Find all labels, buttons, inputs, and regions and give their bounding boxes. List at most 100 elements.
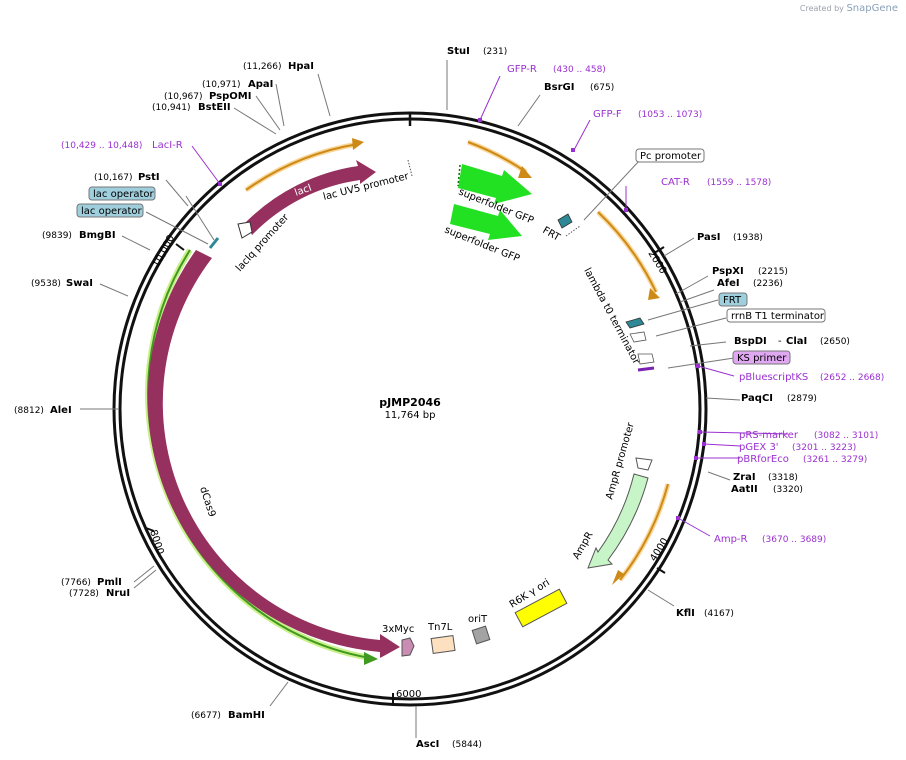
site-hpai-pos: (11,266) [243, 62, 282, 72]
site-pasi-pos: (1938) [733, 233, 763, 243]
tn7l-label: Tn7L [427, 622, 453, 633]
lac-operator-mark [208, 237, 220, 249]
snapgene-credit: Created by SnapGene [800, 3, 898, 14]
site-zrai-name: ZraI [733, 472, 756, 483]
site-pmli-name: PmlI [97, 577, 122, 588]
site-paqci-name: PaqCI [741, 393, 773, 404]
site-clai-name: ClaI [786, 336, 807, 347]
lac-operator-box-2 [76, 203, 144, 218]
lac-operator-label-2: lac operator [81, 206, 142, 217]
primer-marks [218, 118, 706, 520]
pc-promoter-label: Pc promoter [640, 151, 702, 162]
sfgfp-arrow-1 [458, 164, 532, 204]
lac-operator-box-1 [88, 186, 156, 201]
site-bspdi-sep: - [778, 336, 782, 347]
site-zrai-pos: (3318) [768, 473, 798, 483]
primer-lacir-name: LacI-R [152, 140, 183, 151]
ks-primer-label: KS primer [737, 353, 787, 364]
primer-pbrforeco-name: pBRforEco [737, 454, 789, 465]
orange-arc-laci [245, 143, 359, 191]
dcas9-arrow [147, 250, 400, 658]
site-psti-pos: (10,167) [94, 173, 133, 183]
primer-pbluescriptks-range: (2652 .. 2668) [820, 373, 884, 383]
laciq-promoter-arrow [237, 221, 253, 239]
backbone-inner [118, 117, 702, 701]
site-asci-name: AscI [416, 739, 439, 750]
site-stui-pos: (231) [483, 47, 507, 57]
snapgene-logo: SnapGene [846, 3, 898, 14]
frt-box [718, 292, 748, 307]
primer-gfpf-range: (1053 .. 1073) [638, 110, 702, 120]
green-arc-dcas9-head [364, 652, 378, 665]
ks-primer-box [732, 350, 791, 365]
scale-tick-10000 [175, 243, 185, 251]
ampr-arrow [587, 473, 649, 569]
site-labels: StuI (231) BsrGI (675) PasI (1938) PspXI… [14, 46, 850, 750]
site-clai-pos: (2650) [820, 337, 850, 347]
site-kfli-pos: (4167) [704, 609, 734, 619]
frt-arrow-1 [557, 213, 573, 229]
site-nrui-pos: (7728) [69, 589, 99, 599]
site-psti-name: PstI [138, 172, 160, 183]
lambda-label: lambda t0 terminator [581, 266, 641, 367]
site-pspxi-name: PspXI [712, 266, 744, 277]
site-bmgbi-pos: (9839) [42, 231, 72, 241]
orange-arc-lambda [597, 211, 657, 293]
orange-arc-glow [596, 210, 659, 294]
site-aatii-pos: (3320) [773, 485, 803, 495]
scale-tick-4000 [656, 567, 666, 574]
site-swai-name: SwaI [66, 278, 93, 289]
primer-pbrforeco-range: (3261 .. 3279) [803, 455, 867, 465]
site-alei-name: AleI [50, 405, 72, 416]
primer-lines [191, 75, 789, 537]
myc-arrow [401, 637, 415, 657]
orange-arc-laci-head [352, 138, 364, 150]
primer-catr-name: CAT-R [661, 177, 690, 188]
pc-promoter-box [635, 148, 705, 163]
r6k-box [514, 588, 568, 628]
ampr-promoter-arrow [635, 457, 653, 471]
rrnb-arrow [629, 331, 647, 343]
dcas9-label: dCas9 [197, 486, 217, 519]
site-afei-name: AfeI [717, 278, 740, 289]
site-bsrgi-pos: (675) [590, 83, 614, 93]
site-pspomi-pos: (10,967) [164, 92, 203, 102]
tick-label-2000: 2000 [645, 249, 668, 276]
primer-pbluescriptks-name: pBluescriptKS [739, 372, 808, 383]
site-stui-name: StuI [447, 46, 470, 57]
site-pspxi-pos: (2215) [758, 267, 788, 277]
primer-prsmarker-range: (3082 .. 3101) [814, 431, 878, 441]
site-bamhi-name: BamHI [228, 710, 265, 721]
site-afei-pos: (2236) [753, 279, 783, 289]
orange-arc-glow [467, 139, 528, 175]
site-apai-pos: (10,971) [202, 80, 241, 90]
site-asci-pos: (5844) [452, 740, 482, 750]
myc-label: 3xMyc [382, 624, 414, 635]
orange-arc-gfp-head [518, 166, 532, 178]
primer-labels: GFP-R (430 .. 458) GFP-F (1053 .. 1073) … [61, 64, 884, 545]
site-aatii-name: AatII [731, 484, 758, 495]
site-paqci-pos: (2879) [787, 394, 817, 404]
site-lines [80, 60, 741, 738]
scale-tick-8000 [145, 527, 155, 532]
site-bamhi-pos: (6677) [191, 711, 221, 721]
frt-feature-label: FRT [541, 225, 563, 244]
rrnb-label: rrnB T1 terminator [731, 311, 825, 322]
primer-lacir-range: (10,429 .. 10,448) [61, 141, 142, 151]
laci-label: lacI [293, 183, 313, 199]
plasmid-name: pJMP2046 [379, 396, 441, 409]
ampr-label: AmpR [571, 530, 595, 561]
site-hpai-name: HpaI [288, 61, 314, 72]
primer-catr-range: (1559 .. 1578) [707, 178, 771, 188]
primer-prsmarker-name: pRS-marker [739, 430, 799, 441]
lambda-arrow [637, 353, 655, 365]
orit-label: oriT [468, 614, 488, 625]
site-pmli-pos: (7766) [61, 578, 91, 588]
orange-arc-lambda-head [648, 288, 660, 300]
primer-gfpr-range: (430 .. 458) [553, 65, 606, 75]
site-pasi-name: PasI [697, 232, 720, 243]
sfgfp-arrow-2 [450, 204, 522, 240]
ks-primer-mark [637, 366, 655, 372]
orit-box [471, 625, 491, 645]
